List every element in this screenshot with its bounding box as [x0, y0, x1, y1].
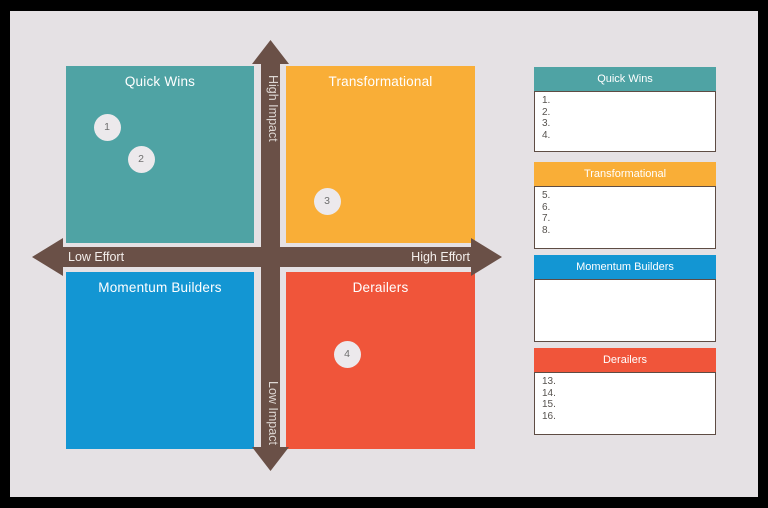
panel-header-derailers[interactable]: Derailers [534, 348, 716, 372]
panel-list-transformational[interactable]: 5.6.7.8. [534, 186, 716, 249]
list-item: 8. [542, 225, 551, 237]
quadrant-quick-wins[interactable]: Quick Wins [66, 66, 254, 243]
axis-label-high-effort: High Effort [411, 250, 470, 264]
marker-2[interactable]: 2 [127, 145, 155, 173]
quadrant-derailers[interactable]: Derailers [286, 272, 475, 449]
list-item: 6. [542, 201, 551, 213]
panel-list-derailers[interactable]: 13.14.15.16. [534, 372, 716, 435]
effort-axis-bar [62, 247, 472, 267]
marker-3[interactable]: 3 [313, 187, 341, 215]
panel-list-momentum-builders[interactable] [534, 279, 716, 342]
quadrant-momentum-builders[interactable]: Momentum Builders [66, 272, 254, 449]
quadrant-transformational[interactable]: Transformational [286, 66, 475, 243]
marker-1[interactable]: 1 [93, 113, 121, 141]
panel-derailers[interactable]: Derailers 13.14.15.16. [534, 348, 716, 435]
list-item: 1. [542, 95, 551, 106]
list-item: 2. [542, 106, 551, 118]
panel-quick-wins[interactable]: Quick Wins 1.2.3.4. [534, 67, 716, 152]
list-item: 15. [542, 399, 556, 411]
panel-header-transformational[interactable]: Transformational [534, 162, 716, 186]
quadrant-title-momentum-builders: Momentum Builders [98, 280, 222, 295]
list-item: 4. [542, 130, 551, 142]
quadrant-title-derailers: Derailers [352, 280, 409, 295]
list-item: 13. [542, 376, 556, 387]
panel-header-momentum-builders[interactable]: Momentum Builders [534, 255, 716, 279]
list-item: 7. [542, 213, 551, 225]
axis-label-low-impact: Low Impact [266, 381, 280, 445]
panel-header-quick-wins[interactable]: Quick Wins [534, 67, 716, 91]
list-item: 16. [542, 411, 556, 423]
axis-label-low-effort: Low Effort [68, 250, 125, 264]
list-item: 5. [542, 190, 551, 201]
quadrant-title-transformational: Transformational [328, 74, 433, 89]
marker-4[interactable]: 4 [333, 340, 361, 368]
panel-transformational[interactable]: Transformational 5.6.7.8. [534, 162, 716, 249]
axis-label-high-impact: High Impact [266, 74, 280, 142]
list-item: 3. [542, 118, 551, 130]
panel-momentum-builders[interactable]: Momentum Builders [534, 255, 716, 342]
list-item: 14. [542, 387, 556, 399]
quadrant-title-quick-wins: Quick Wins [124, 74, 196, 89]
panel-list-quick-wins[interactable]: 1.2.3.4. [534, 91, 716, 152]
